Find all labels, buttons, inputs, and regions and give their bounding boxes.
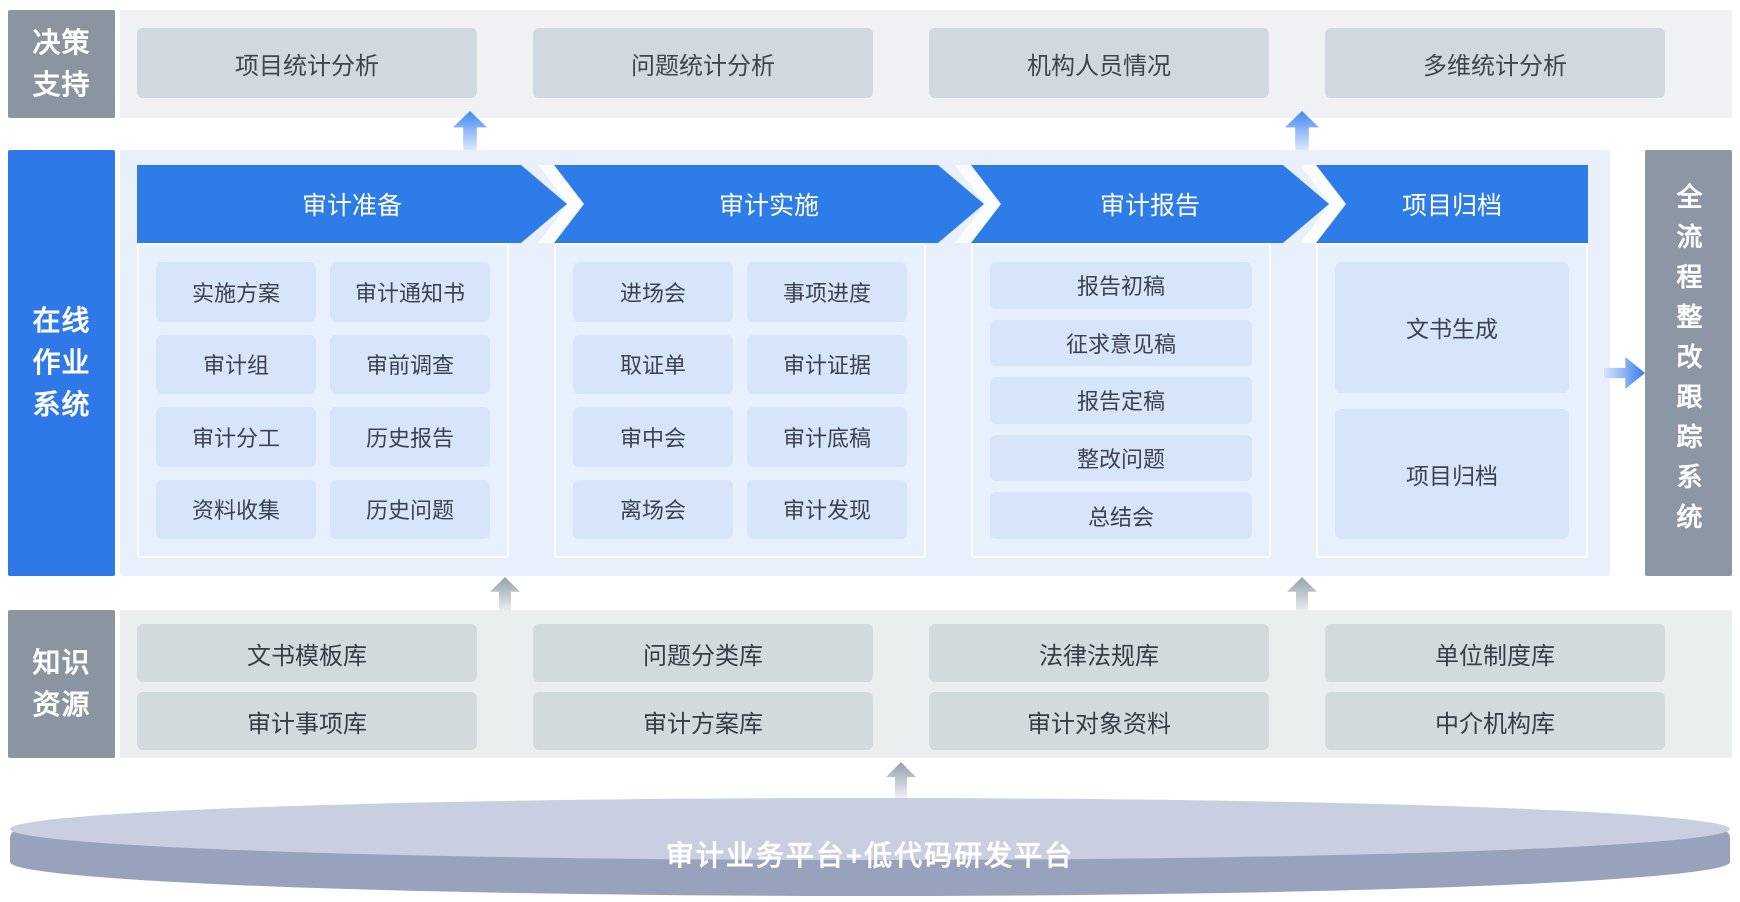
platform-disc: 审计业务平台+低代码研发平台 — [10, 798, 1730, 898]
decision-item-multidim-stats[interactable]: 多维统计分析 — [1325, 28, 1665, 98]
module-chip[interactable]: 审计证据 — [747, 334, 907, 394]
knowledge-chip-doc-templates[interactable]: 文书模板库 — [137, 624, 477, 682]
knowledge-chip-intermediary-orgs[interactable]: 中介机构库 — [1325, 692, 1665, 750]
module-chip[interactable]: 历史报告 — [330, 407, 490, 467]
module-chip[interactable]: 整改问题 — [990, 434, 1252, 482]
module-chip[interactable]: 文书生成 — [1335, 262, 1569, 393]
module-chip[interactable]: 审计组 — [156, 334, 316, 394]
module-chip[interactable]: 取证单 — [573, 334, 733, 394]
stage-panel-audit-prep: 实施方案 审计通知书 审计组 审前调查 审计分工 历史报告 资料收集 历史问题 — [137, 243, 509, 558]
stage-banner-audit-prep: 审计准备 — [137, 165, 567, 243]
knowledge-label: 知识资源 — [8, 610, 115, 758]
decision-item-project-stats[interactable]: 项目统计分析 — [137, 28, 477, 98]
stage-banner-arrow-shape: 审计实施 — [554, 165, 984, 243]
platform-disc-top — [10, 798, 1730, 860]
module-chip[interactable]: 审计通知书 — [330, 262, 490, 322]
module-chip[interactable]: 审中会 — [573, 407, 733, 467]
online-system-label: 在线作业系统 — [8, 150, 115, 576]
right-arrow-icon — [1604, 357, 1645, 389]
decision-support-label: 决策支持 — [8, 10, 115, 118]
up-arrow-icon — [490, 577, 520, 612]
knowledge-chip-audit-matters[interactable]: 审计事项库 — [137, 692, 477, 750]
knowledge-chip-auditee-data[interactable]: 审计对象资料 — [929, 692, 1269, 750]
module-chip[interactable]: 离场会 — [573, 479, 733, 539]
stage-banner-arrow-shape: 审计报告 — [971, 165, 1329, 243]
stage-panel-project-archive: 文书生成 项目归档 — [1316, 243, 1588, 558]
tracking-system-bar: 全流程整改跟踪系统 — [1645, 150, 1732, 576]
stage-banner-audit-report: 审计报告 — [971, 165, 1329, 243]
knowledge-chip-issue-categories[interactable]: 问题分类库 — [533, 624, 873, 682]
module-chip[interactable]: 历史问题 — [330, 479, 490, 539]
module-chip[interactable]: 审计分工 — [156, 407, 316, 467]
module-chip[interactable]: 项目归档 — [1335, 408, 1569, 539]
module-chip[interactable]: 进场会 — [573, 262, 733, 322]
stage-panel-audit-implement: 进场会 事项进度 取证单 审计证据 审中会 审计底稿 离场会 审计发现 — [554, 243, 926, 558]
module-chip[interactable]: 审前调查 — [330, 334, 490, 394]
module-chip[interactable]: 事项进度 — [747, 262, 907, 322]
knowledge-chip-unit-rules[interactable]: 单位制度库 — [1325, 624, 1665, 682]
decision-item-org-personnel[interactable]: 机构人员情况 — [929, 28, 1269, 98]
online-system-label-text: 在线作业系统 — [32, 305, 91, 420]
module-chip[interactable]: 总结会 — [990, 492, 1252, 539]
module-chip[interactable]: 审计发现 — [747, 479, 907, 539]
module-chip[interactable]: 征求意见稿 — [990, 319, 1252, 367]
knowledge-label-text: 知识资源 — [32, 647, 91, 720]
module-chip[interactable]: 资料收集 — [156, 479, 316, 539]
tracking-system-label: 全流程整改跟踪系统 — [1673, 183, 1703, 543]
up-arrow-icon — [1287, 577, 1317, 612]
decision-item-issue-stats[interactable]: 问题统计分析 — [533, 28, 873, 98]
stage-banner-arrow-shape: 项目归档 — [1316, 165, 1588, 243]
stage-panel-audit-report: 报告初稿 征求意见稿 报告定稿 整改问题 总结会 — [971, 243, 1271, 558]
module-chip[interactable]: 审计底稿 — [747, 407, 907, 467]
decision-support-label-text: 决策支持 — [32, 27, 91, 100]
module-chip[interactable]: 实施方案 — [156, 262, 316, 322]
stage-banner-audit-implement: 审计实施 — [554, 165, 984, 243]
up-arrow-icon — [886, 762, 916, 798]
platform-label: 审计业务平台+低代码研发平台 — [665, 840, 1075, 871]
stage-banner-arrow-shape: 审计准备 — [137, 165, 567, 243]
stage-banner-project-archive: 项目归档 — [1316, 165, 1588, 243]
knowledge-chip-laws-regulations[interactable]: 法律法规库 — [929, 624, 1269, 682]
module-chip[interactable]: 报告定稿 — [990, 377, 1252, 424]
module-chip[interactable]: 报告初稿 — [990, 262, 1252, 309]
knowledge-chip-audit-plans[interactable]: 审计方案库 — [533, 692, 873, 750]
